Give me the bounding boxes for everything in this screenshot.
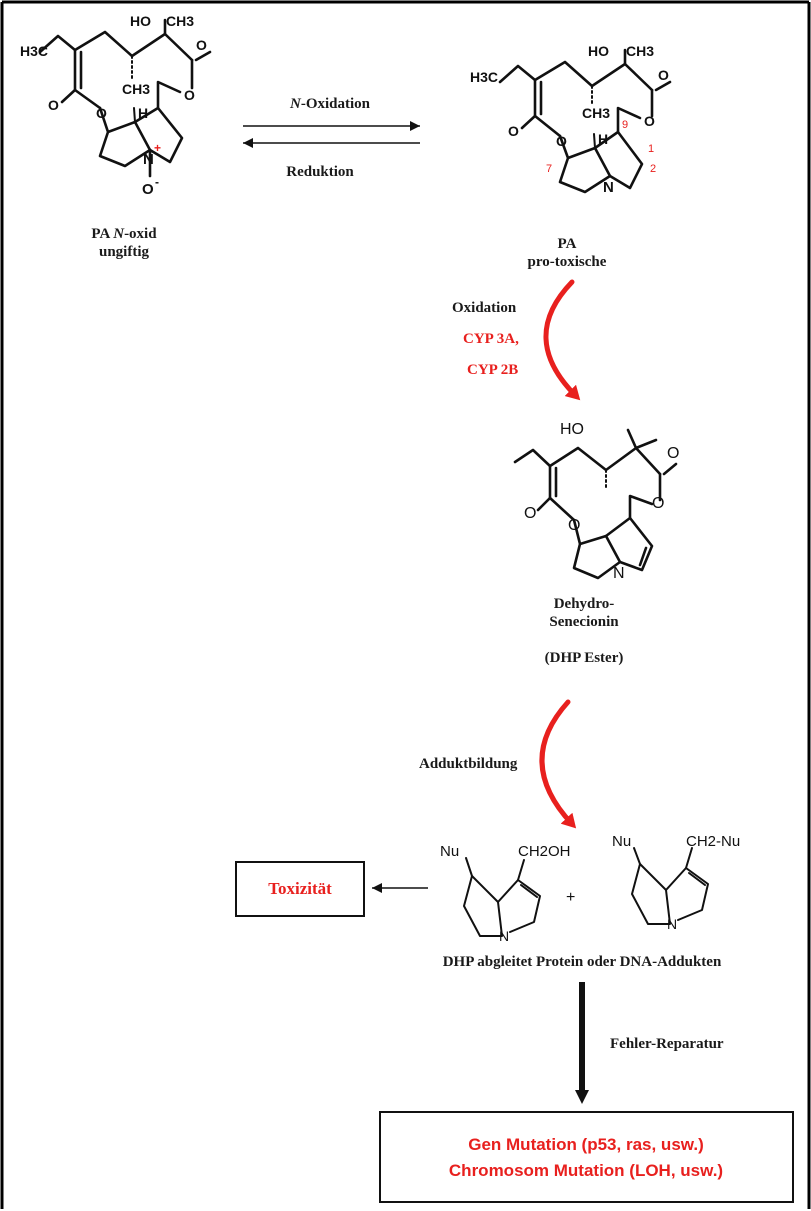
dehydro-o-carbonyl-left: O (524, 505, 536, 522)
toxicity-label: Toxizität (268, 879, 332, 898)
repair-label: Fehler-Reparatur (610, 1036, 724, 1052)
adduct-formation-label: Adduktbildung (419, 756, 518, 772)
pa-n-oxide-ho: HO (130, 13, 151, 29)
adduct-formation-arrow (539, 699, 577, 829)
pa-locant-2: 2 (650, 163, 656, 175)
mutation-line-2: Chromosom Mutation (LOH, usw.) (449, 1161, 723, 1180)
pa-n-oxide-n: N (143, 151, 154, 168)
pa-structure (498, 48, 672, 194)
pa-n-oxide-structure (38, 18, 212, 178)
dehydro-caption-line1: Dehydro- (554, 596, 615, 612)
pa-n-oxide-o-minus: O (142, 181, 154, 198)
pa-ch3-top: CH3 (626, 43, 654, 59)
adduct-caption: DHP abgleitet Protein oder DNA-Addukten (443, 954, 722, 970)
toxicity-box (235, 861, 365, 917)
pa-n-oxide-caption-line2: ungiftig (99, 244, 150, 260)
adduct-2-structure (631, 847, 709, 925)
oxidation-label: Oxidation (452, 300, 517, 316)
dehydro-n: N (613, 565, 625, 582)
dehydro-ho: HO (560, 421, 584, 438)
pa-h: H (598, 131, 608, 147)
pa-caption-line2: pro-toxische (528, 254, 607, 270)
adduct-1-nu: Nu (440, 843, 459, 860)
oxidation-enzyme-1: CYP 3A, (463, 331, 519, 347)
pa-o-ester-left: O (556, 133, 567, 149)
pa-n-oxide-h3c: H3C (20, 43, 48, 59)
pa-o-carbonyl-right: O (658, 67, 669, 83)
pa-n-oxide-o-ester-left: O (96, 105, 107, 121)
oxidation-arrow (543, 279, 581, 401)
pa-h3c: H3C (470, 69, 498, 85)
adduct-2-nu: Nu (612, 833, 631, 850)
adduct-plus: + (566, 889, 575, 906)
pa-n-oxide-o-ester-right: O (184, 87, 195, 103)
adduct-2-ch2nu: CH2-Nu (686, 833, 740, 850)
oxidation-enzyme-2: CYP 2B (467, 362, 518, 378)
pa-n-oxide-minus: - (155, 175, 159, 189)
pa-n-oxide-caption-line1: PA N-oxid (91, 226, 157, 242)
pa-n: N (603, 179, 614, 196)
forward-arrow-label: N-Oxidation (289, 96, 371, 112)
dehydro-o-ester-left: O (568, 517, 580, 534)
mutation-line-1: Gen Mutation (p53, ras, usw.) (468, 1135, 704, 1154)
pa-locant-1: 1 (648, 143, 654, 155)
pa-n-oxide-plus: + (154, 141, 161, 155)
pa-n-oxide-ch3-top: CH3 (166, 13, 194, 29)
adduct-1-ch2oh: CH2OH (518, 843, 571, 860)
pa-locant-9: 9 (622, 119, 628, 131)
dehydro-caption-line3: (DHP Ester) (545, 650, 624, 666)
adduct-1-structure (463, 857, 541, 937)
dehydro-o-carbonyl-right: O (667, 445, 679, 462)
mutation-box (379, 1111, 794, 1203)
dehydro-o-ester-right: O (652, 495, 664, 512)
pa-n-oxide-h: H (138, 105, 148, 121)
pa-n-oxide-o-carbonyl-left: O (48, 97, 59, 113)
backward-arrow-label: Reduktion (286, 164, 354, 180)
pa-caption-line1: PA (558, 236, 577, 252)
adduct-2-n: N (667, 916, 677, 932)
adduct-1-n: N (499, 928, 509, 944)
pa-n-oxide-ch3-mid: CH3 (122, 81, 150, 97)
pa-o-ester-right: O (644, 113, 655, 129)
pa-locant-7: 7 (546, 163, 552, 175)
pa-n-oxide-o-carbonyl-right: O (196, 37, 207, 53)
pa-ch3-mid: CH3 (582, 105, 610, 121)
dehydro-senecionin-structure (513, 428, 678, 580)
pa-o-carbonyl-left: O (508, 123, 519, 139)
pa-ho: HO (588, 43, 609, 59)
dehydro-caption-line2: Senecionin (549, 614, 619, 630)
